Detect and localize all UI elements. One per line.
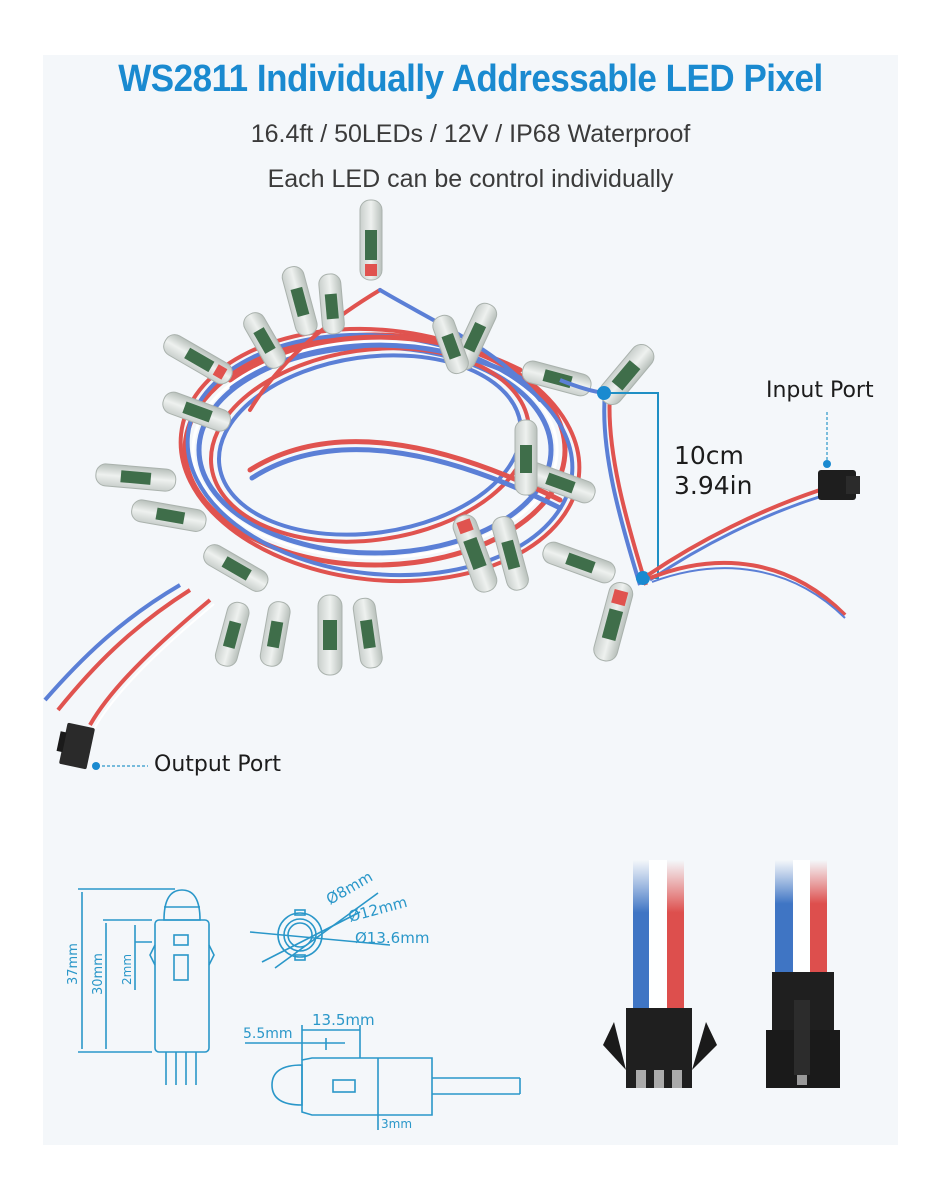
horizontal-view-drawing [245, 1025, 521, 1130]
dim-30mm: 30mm [91, 953, 106, 995]
infographic-card [43, 55, 898, 1145]
dim-2mm: 2mm [120, 954, 134, 985]
spacing-imperial: 3.94in [674, 471, 753, 500]
input-port-label: Input Port [766, 378, 874, 403]
dim-3mm: 3mm [381, 1117, 412, 1131]
top-view-drawing [249, 892, 391, 969]
side-view-drawing [78, 888, 215, 1085]
female-connector-icon [766, 860, 840, 1088]
input-wires [646, 488, 847, 619]
page-title: WS2811 Individually Addressable LED Pixe… [118, 58, 823, 100]
input-connector-icon [818, 470, 860, 500]
dim-37mm: 37mm [66, 943, 81, 985]
dim-diameter-13-6: Ø13.6mm [355, 929, 429, 947]
spacing-segment [559, 343, 659, 662]
output-connector-icon [56, 722, 95, 770]
dim-5-5mm: 5.5mm [243, 1026, 293, 1042]
male-connector-icon [603, 860, 717, 1088]
output-wires [43, 583, 215, 730]
output-port-label: Output Port [154, 752, 282, 777]
dim-13-5mm: 13.5mm [312, 1011, 375, 1029]
led-pixels [95, 199, 616, 676]
spacing-metric: 10cm [674, 441, 744, 470]
spec-line: 16.4ft / 50LEDs / 12V / IP68 Waterproof [250, 120, 691, 148]
tagline: Each LED can be control individually [267, 165, 674, 193]
